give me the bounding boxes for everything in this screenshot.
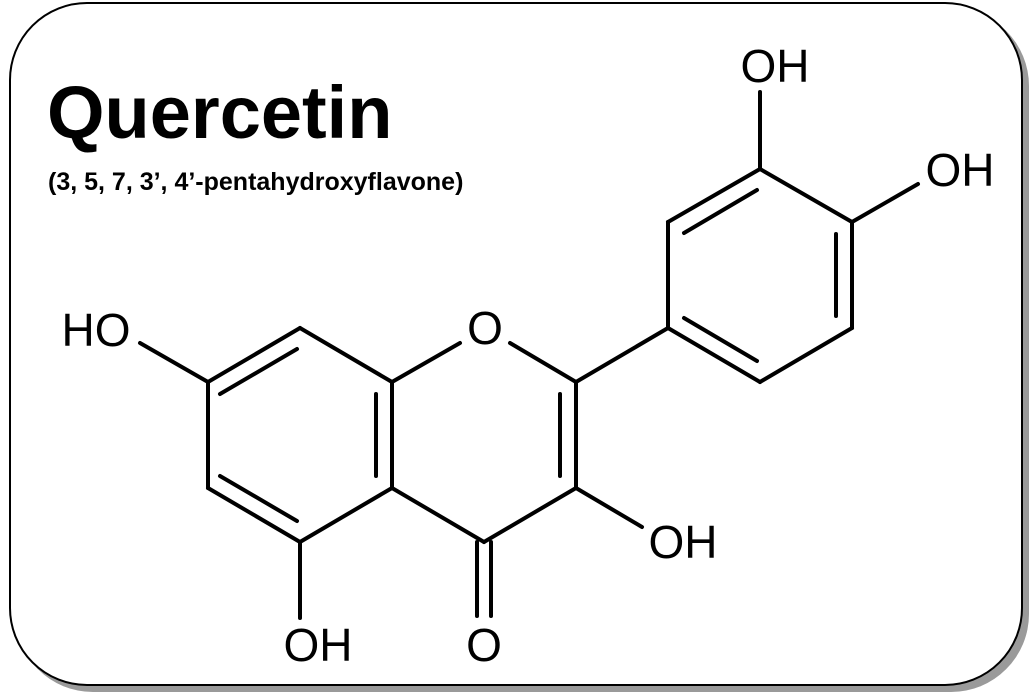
- bond-c4-c4a: [390, 486, 486, 544]
- atom-ho-7: HO: [62, 304, 131, 356]
- bond-c2p-c3p: [666, 167, 762, 224]
- atom-ring-oxygen: O: [467, 302, 503, 354]
- bond-c5-c4a: [298, 486, 394, 544]
- bond-c8-c7-inner: [218, 347, 299, 396]
- bond-c7-ho: [138, 341, 210, 384]
- bond-c3p-c4p: [758, 167, 854, 224]
- atom-oh-5: OH: [284, 619, 353, 671]
- bond-c2p-c3p-inner: [682, 188, 759, 235]
- iupac-name: (3, 5, 7, 3’, 4’-pentahydroxyflavone): [48, 168, 464, 196]
- bond-c4p-oh: [850, 182, 920, 224]
- bond-o1-c2: [508, 341, 578, 384]
- compound-name: Quercetin: [47, 71, 393, 154]
- atom-oh-3prime: OH: [741, 40, 810, 92]
- bond-c8a-c8: [298, 326, 394, 384]
- bond-c8a-o1: [390, 341, 462, 384]
- bond-c5p-c6p: [758, 326, 854, 384]
- figure-card: [9, 2, 1023, 686]
- bond-c6-c5-inner: [218, 474, 299, 523]
- bond-c3-oh: [574, 486, 644, 529]
- bond-c8-c7: [206, 326, 302, 384]
- bond-c6p-c1p-inner: [682, 316, 759, 363]
- bond-c2-c1prime: [574, 326, 670, 384]
- atom-oh-3: OH: [649, 516, 718, 568]
- bond-c3-c4: [482, 486, 578, 544]
- atom-oh-4prime: OH: [926, 144, 995, 196]
- atom-carbonyl-oxygen: O: [466, 619, 502, 671]
- bond-c6p-c1p: [666, 326, 762, 384]
- bond-c6-c5: [206, 486, 302, 544]
